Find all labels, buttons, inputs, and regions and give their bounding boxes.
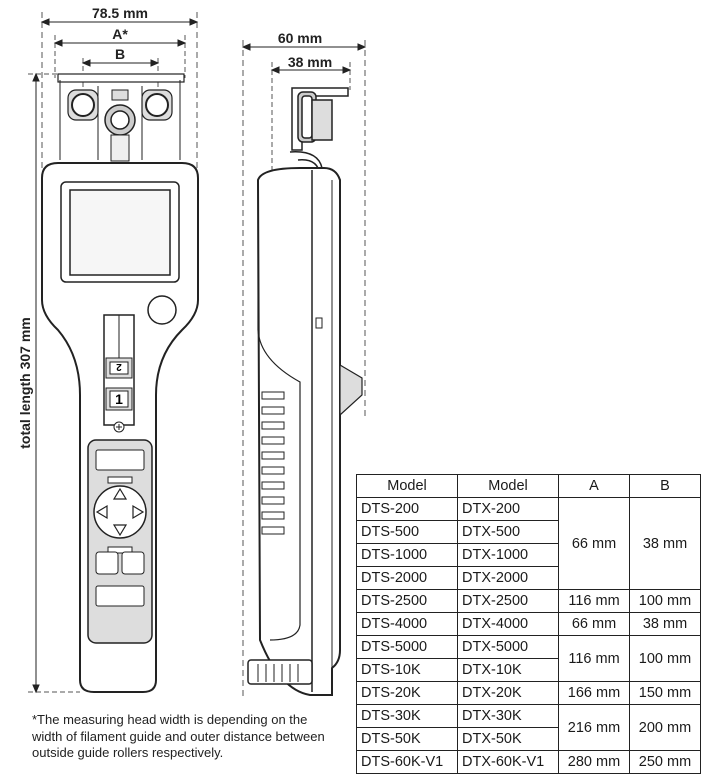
dim-total-length-label: total length 307 mm [17, 317, 33, 448]
value-a: 116 mm [558, 589, 630, 613]
dim-a-label: A* [112, 26, 128, 42]
table-row: DTS-30K DTX-30K 216 mm 200 mm [356, 704, 701, 751]
value-a: 66 mm [558, 612, 630, 636]
table-row: DTS-50K DTX-50K [356, 727, 701, 751]
value-b: 250 mm [629, 750, 701, 774]
dim-depth-label: 60 mm [278, 30, 322, 46]
dim-b-label: B [115, 46, 125, 62]
side-view-drawing: 60 mm 38 mm [241, 30, 367, 700]
header-b: B [629, 474, 701, 498]
front-view-drawing: 2 1 78.5 mm A* B total length 307 mm [17, 5, 199, 694]
footnote: *The measuring head width is depending o… [32, 712, 325, 760]
table-row: DTS-60K-V1 DTX-60K-V1 280 mm 250 mm [356, 750, 701, 774]
value-a: 116 mm [558, 635, 630, 682]
table-row: DTS-20K DTX-20K 166 mm 150 mm [356, 681, 701, 705]
table-row: DTS-10K DTX-10K [356, 658, 701, 682]
dim-overall-width-label: 78.5 mm [92, 5, 148, 21]
table-header-row: Model Model A B [356, 474, 701, 498]
value-a: 66 mm [558, 497, 630, 590]
table-row: DTS-4000 DTX-4000 66 mm 38 mm [356, 612, 701, 636]
value-a: 280 mm [558, 750, 630, 774]
value-a: 216 mm [558, 704, 630, 751]
value-b: 150 mm [629, 681, 701, 705]
table-row: DTS-500 DTX-500 [356, 520, 701, 544]
table-row: DTS-200 DTX-200 66 mm 38 mm [356, 497, 701, 590]
direction-pad [93, 485, 147, 539]
dimension-table: Model Model A B DTS-200 DTX-200 66 mm 38… [356, 474, 701, 774]
table-row: DTS-2000 DTX-2000 [356, 566, 701, 590]
side-body [256, 167, 341, 696]
value-b: 100 mm [629, 589, 701, 613]
header-a: A [558, 474, 630, 498]
value-b: 38 mm [629, 612, 701, 636]
table-row: DTS-5000 DTX-5000 116 mm 100 mm [356, 635, 701, 682]
dim-head-label: 38 mm [288, 54, 332, 70]
value-a: 166 mm [558, 681, 630, 705]
slot-label-lower: 1 [115, 391, 123, 407]
value-b: 38 mm [629, 497, 701, 590]
value-b: 200 mm [629, 704, 701, 751]
value-b: 100 mm [629, 635, 701, 682]
header-model-dts: Model [356, 474, 458, 498]
header-model-dtx: Model [457, 474, 559, 498]
slot-label-upper: 2 [116, 361, 122, 372]
table-row: DTS-2500 DTX-2500 116 mm 100 mm [356, 589, 701, 613]
